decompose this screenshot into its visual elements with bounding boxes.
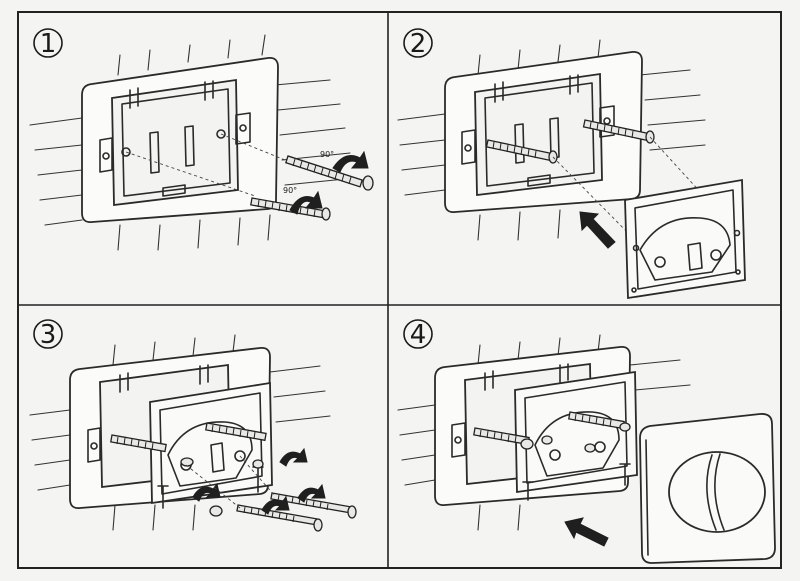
adapter-frame xyxy=(514,370,638,494)
long-screw xyxy=(270,492,357,519)
step-number: 4 xyxy=(410,320,427,350)
electrical-box xyxy=(474,72,603,197)
long-screw xyxy=(236,504,323,532)
step-number-circle xyxy=(33,319,63,349)
step-number-circle xyxy=(33,28,63,58)
wall-lines xyxy=(397,39,706,241)
push-arrow-icon xyxy=(579,211,616,249)
angle-label: 90° xyxy=(283,186,297,195)
step-number: 1 xyxy=(40,29,57,59)
screw-left xyxy=(110,434,167,453)
flush-button xyxy=(668,451,766,533)
rotate-arrow-icon xyxy=(192,482,221,502)
step-number-circle xyxy=(403,319,433,349)
rotate-arrow-icon xyxy=(297,483,326,503)
adapter-frame xyxy=(149,381,273,505)
step-number-circle xyxy=(403,28,433,58)
rotate-arrow-icon xyxy=(332,150,369,173)
flush-plate xyxy=(639,413,776,564)
screw-right xyxy=(205,422,267,442)
outer-border xyxy=(17,11,782,569)
panel-4: 4 xyxy=(397,319,776,564)
angle-label: 90° xyxy=(320,150,334,159)
push-arrow-icon xyxy=(564,517,609,547)
rotate-arrow-icon xyxy=(261,495,290,515)
step-number: 3 xyxy=(40,320,57,350)
wall-lines xyxy=(397,334,691,531)
electrical-box xyxy=(111,78,239,207)
panel-2: 2 xyxy=(397,28,746,300)
screw-upper xyxy=(285,155,374,191)
wall-lines xyxy=(29,34,356,251)
wall-lines xyxy=(29,334,331,531)
rotate-arrow-icon xyxy=(279,447,308,467)
panel-3: 3 xyxy=(29,319,357,532)
panel-1: 1 90° xyxy=(29,28,374,251)
adapter-frame xyxy=(624,178,746,300)
screw-lower xyxy=(250,197,331,221)
step-number: 2 xyxy=(410,29,427,59)
rotate-arrow-icon xyxy=(289,190,323,215)
